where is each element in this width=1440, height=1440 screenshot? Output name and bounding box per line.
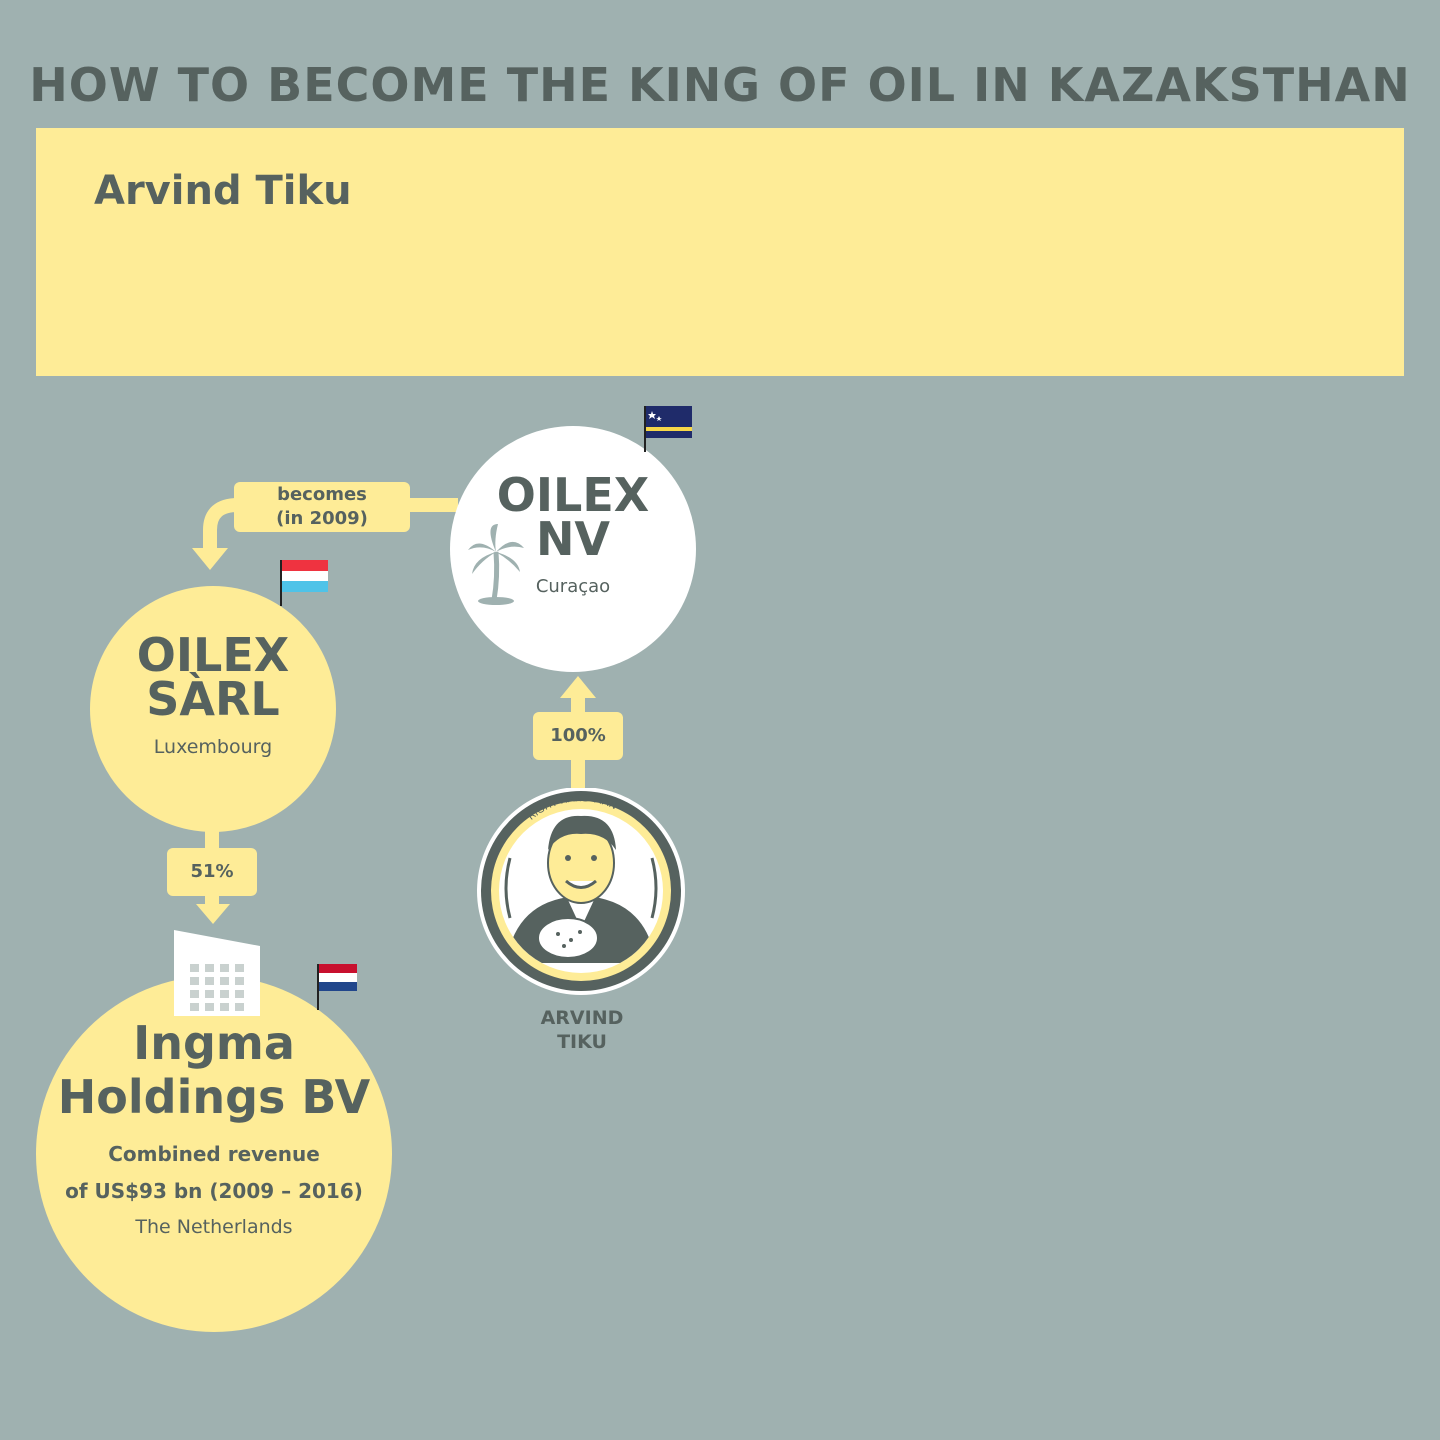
arrow-to-sarl [192, 548, 228, 570]
arrow-to-nv [560, 676, 596, 698]
oilex-sarl-node: OILEX SÀRL Luxembourg [90, 586, 336, 832]
oilex-nv-name: OILEX NV [490, 468, 656, 566]
oilex-sarl-line1: OILEX [136, 628, 290, 682]
arrow-to-ingma [196, 904, 230, 924]
ingma-revenue: Combined revenue of US$93 bn (2009 – 201… [36, 1136, 392, 1210]
connector-becomes-sarl [203, 498, 239, 550]
arvind-caption-line2: TIKU [557, 1031, 607, 1053]
oilex-nv-country: Curaçao [535, 576, 611, 597]
connector-nv-becomes [400, 498, 458, 512]
ingma-holdings-node: Ingma Holdings BV Combined revenue of US… [36, 976, 392, 1332]
netherlands-flag-icon [317, 964, 357, 1010]
oilex-sarl-country: Luxembourg [153, 736, 273, 758]
ownership-label-51: 51% [167, 848, 257, 896]
oilex-sarl-line2: SÀRL [146, 671, 280, 726]
becomes-label-line2: (in 2009) [276, 508, 368, 529]
luxembourg-flag-icon [280, 560, 328, 606]
palm-tree-icon [468, 524, 524, 605]
banner-person-name: Arvind Tiku [94, 168, 352, 214]
oilex-nv-line2: NV [535, 511, 611, 566]
arvind-tiku-caption: ARVIND TIKU [500, 1006, 664, 1054]
ingma-name: Ingma Holdings BV [36, 1016, 392, 1124]
arvind-caption-line1: ARVIND [540, 1007, 624, 1029]
oilex-nv-node: OILEX NV Curaçao [450, 426, 696, 672]
page-title: HOW TO BECOME THE KING OF OIL IN KAZAKST… [29, 58, 1411, 112]
curacao-flag-icon [644, 406, 692, 452]
becomes-label-line1: becomes [277, 484, 367, 505]
becomes-label: becomes (in 2009) [234, 482, 410, 532]
profile-banner: Arvind Tiku [36, 128, 1404, 376]
oilex-sarl-name: OILEX SÀRL [90, 628, 336, 726]
ingma-line2: Holdings BV [57, 1070, 371, 1124]
ingma-country: The Netherlands [135, 1216, 293, 1238]
arvind-tiku-portrait: RIGHT-HAND MAN [477, 788, 685, 995]
office-building-icon [174, 930, 260, 1016]
oilex-nv-line1: OILEX [496, 468, 650, 522]
ingma-revenue-line2: of US$93 bn (2009 – 2016) [65, 1179, 363, 1203]
ingma-line1: Ingma [133, 1016, 295, 1070]
ingma-revenue-line1: Combined revenue [108, 1142, 320, 1166]
ownership-label-100: 100% [533, 712, 623, 760]
